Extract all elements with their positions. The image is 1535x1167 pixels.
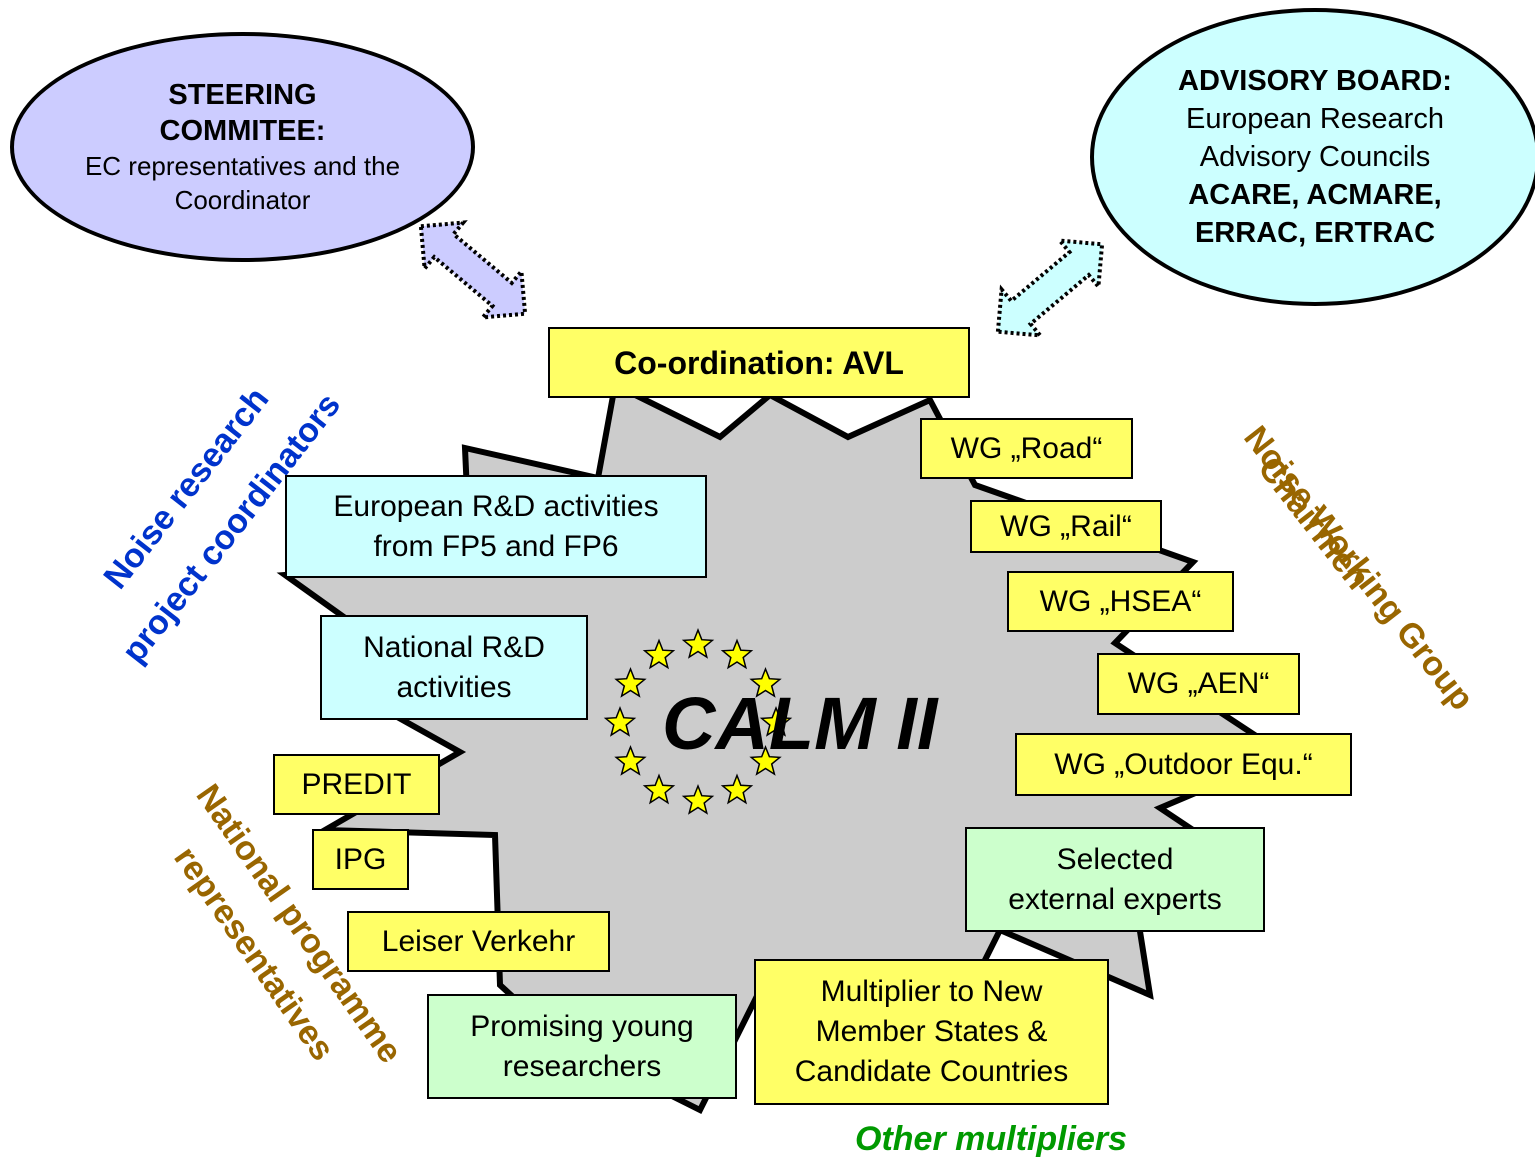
- advisory-line4: ERRAC, ERTRAC: [1194, 217, 1436, 249]
- star-icon: [614, 744, 647, 776]
- star-icon: [642, 773, 676, 805]
- programme-label: PREDIT: [301, 767, 412, 801]
- star-icon: [720, 773, 754, 805]
- programme-label: Leiser Verkehr: [381, 924, 576, 958]
- star-icon: [759, 705, 793, 737]
- multiplier-box: Multiplier to New Member States & Candid…: [754, 959, 1109, 1105]
- star-circle-icon: [603, 627, 793, 815]
- european-rd-line1: European R&D activities: [333, 489, 659, 523]
- star-icon: [749, 744, 782, 776]
- national-rd-box: National R&D activities: [320, 615, 588, 720]
- multiplier-line1: Multiplier to New: [820, 975, 1043, 1008]
- wg-label: WG „AEN“: [1127, 667, 1270, 700]
- double-arrow-icon: [995, 238, 1105, 338]
- wg-label: WG „Rail“: [1000, 509, 1132, 543]
- star-icon: [720, 638, 754, 670]
- coordination-label: Co-ordination: AVL: [614, 344, 904, 381]
- calm-title: CALM II: [662, 682, 938, 765]
- advisory-board-ellipse: ADVISORY BOARD: European Research Adviso…: [1090, 8, 1535, 306]
- wg-label: WG „HSEA“: [1039, 584, 1202, 618]
- wg-box-road: WG „Road“: [920, 418, 1133, 479]
- wg-box-aen: WG „AEN“: [1097, 653, 1300, 715]
- steering-committee-ellipse: STEERING COMMITEE: EC representatives an…: [10, 32, 475, 262]
- wg-label: WG „Road“: [950, 431, 1103, 465]
- steering-desc-line2: Coordinator: [174, 185, 311, 215]
- programme-box-ipg: IPG: [312, 829, 409, 890]
- experts-line1: Selected: [1056, 842, 1174, 876]
- wg-box-hsea: WG „HSEA“: [1007, 571, 1234, 632]
- advisory-line3: ACARE, ACMARE,: [1188, 179, 1442, 211]
- european-rd-box: European R&D activities from FP5 and FP6: [285, 475, 707, 578]
- other-multipliers-label: Other multipliers: [855, 1120, 1128, 1158]
- wg-chairmen-label-line2: Chairmen: [1250, 450, 1376, 597]
- star-icon: [681, 783, 715, 815]
- young-researchers-box: Promising young researchers: [427, 994, 737, 1099]
- programme-label: IPG: [334, 842, 387, 876]
- experts-line2: external experts: [1008, 882, 1222, 916]
- star-icon: [642, 638, 676, 670]
- star-icon: [681, 627, 715, 659]
- national-rd-line1: National R&D: [363, 630, 545, 664]
- advisory-title: ADVISORY BOARD:: [1178, 65, 1452, 97]
- advisory-line2: Advisory Councils: [1199, 141, 1431, 173]
- wg-box-outdoor: WG „Outdoor Equ.“: [1015, 733, 1352, 796]
- young-line2: researchers: [502, 1049, 662, 1083]
- steering-title-line2: COMMITEE:: [159, 115, 326, 147]
- double-arrow-icon: [418, 220, 528, 320]
- wg-label: WG „Outdoor Equ.“: [1054, 747, 1313, 781]
- national-rd-line2: activities: [396, 670, 512, 704]
- star-icon: [614, 666, 647, 698]
- programme-box-leiser-verkehr: Leiser Verkehr: [347, 911, 610, 972]
- star-icon: [749, 666, 782, 698]
- multiplier-line2: Member States &: [815, 1015, 1048, 1048]
- coordination-box: Co-ordination: AVL: [548, 327, 970, 398]
- wg-box-rail: WG „Rail“: [970, 500, 1162, 553]
- steering-title-line1: STEERING: [168, 79, 317, 111]
- multiplier-line3: Candidate Countries: [794, 1055, 1069, 1088]
- advisory-line1: European Research: [1186, 103, 1444, 135]
- programme-box-predit: PREDIT: [273, 754, 440, 815]
- european-rd-line2: from FP5 and FP6: [373, 529, 619, 563]
- star-icon: [603, 705, 637, 737]
- external-experts-box: Selected external experts: [965, 827, 1265, 932]
- steering-desc-line1: EC representatives and the: [84, 151, 401, 181]
- young-line1: Promising young: [470, 1009, 694, 1043]
